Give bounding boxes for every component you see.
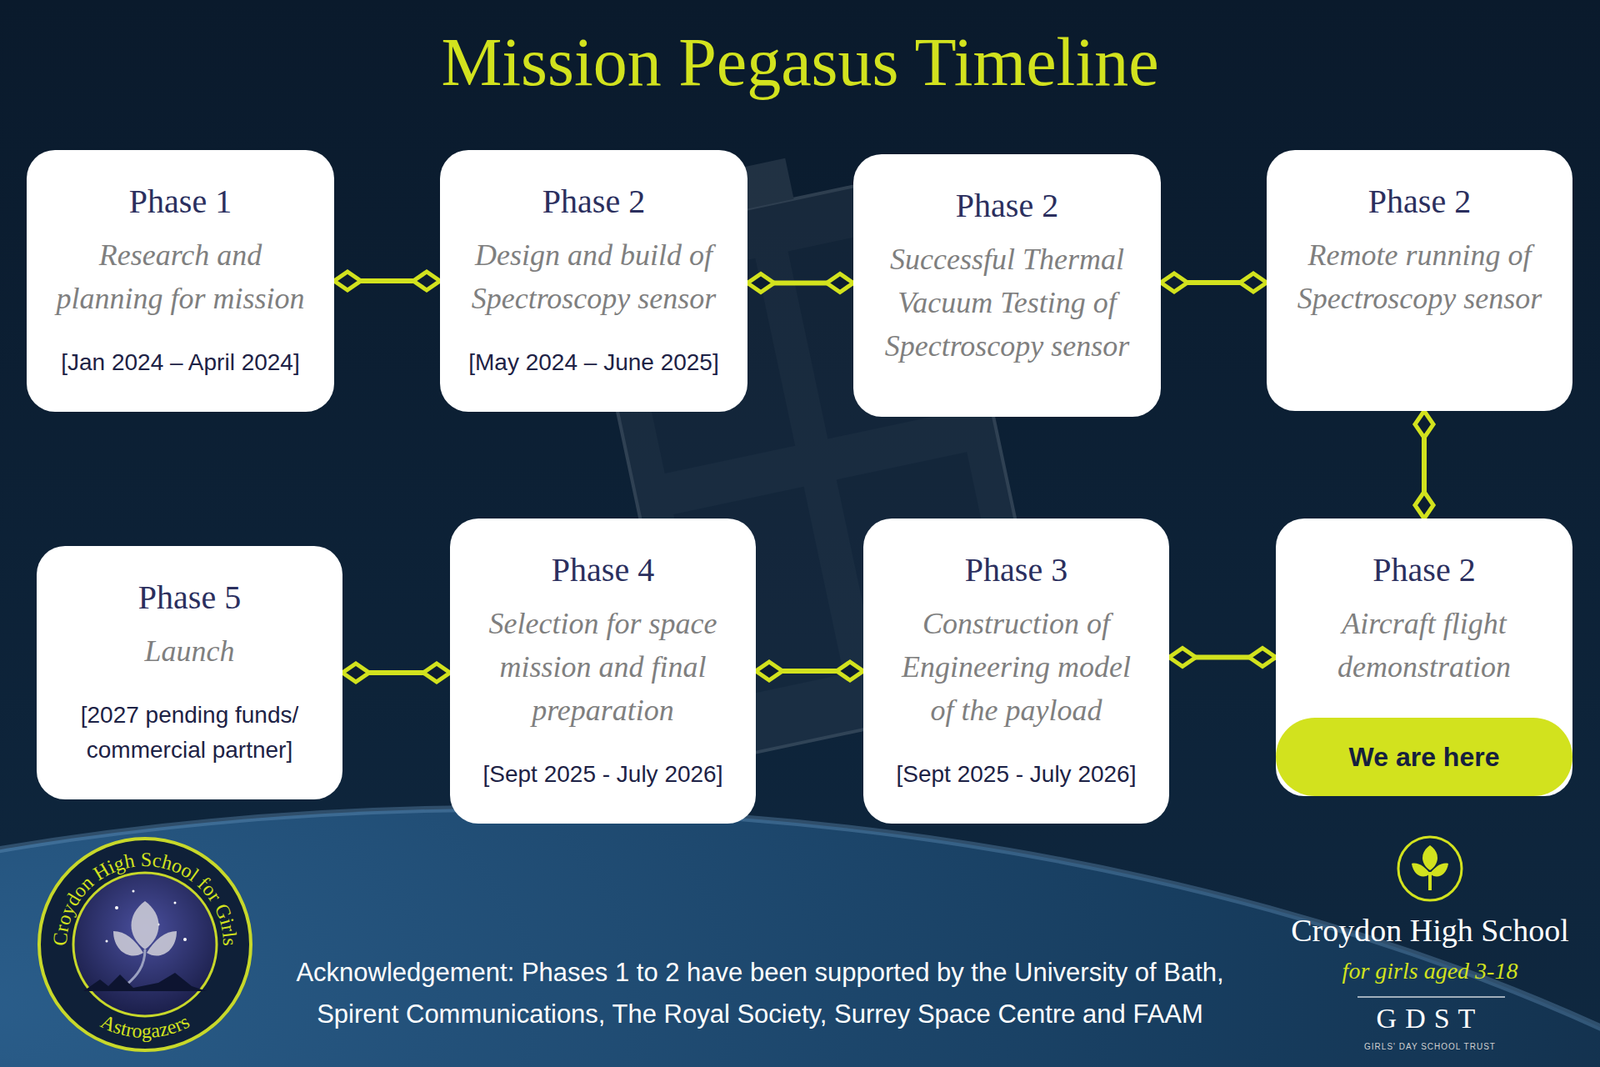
school-badge-text: Croydon High School for Girls <box>49 848 241 946</box>
phase-dates: [Jan 2024 – April 2024] <box>60 345 300 380</box>
phase-heading: Phase 5 <box>138 577 241 618</box>
connector-diamond <box>836 661 864 680</box>
phase-dates: [May 2024 – June 2025] <box>468 345 719 380</box>
connector-diamond <box>1249 648 1276 667</box>
connector-diamond <box>1415 491 1434 519</box>
timeline-box: Phase 3 Construction of Engineering model… <box>863 518 1170 824</box>
timeline-connector <box>1160 273 1267 292</box>
phase-heading: Phase 2 <box>1368 181 1471 222</box>
school-tagline: for girls aged 3-18 <box>1266 956 1594 985</box>
connector-diamond <box>826 274 854 293</box>
phase-description: Selection for space mission and final pr… <box>474 601 733 732</box>
phase-description: Research and planning for mission <box>51 233 310 320</box>
connector-diamond <box>334 271 361 290</box>
trust-name: GIRLS' DAY SCHOOL TRUST <box>1266 1041 1594 1052</box>
phase-heading: Phase 2 <box>542 181 645 222</box>
timeline-connector <box>334 271 440 290</box>
timeline-box: Phase 2 Aircraft flight demonstration We a… <box>1275 518 1573 796</box>
phase-description: Launch <box>145 629 235 673</box>
timeline-connector <box>747 274 854 293</box>
phase-dates: [Sept 2025 - July 2026] <box>483 756 724 792</box>
status-pill: We are here <box>1275 717 1573 796</box>
phase-description: Remote running of Spectroscopy sensor <box>1290 233 1550 320</box>
connector-diamond <box>423 663 450 682</box>
connector-diamond <box>1160 273 1188 292</box>
timeline-connector <box>755 661 864 680</box>
connector-diamond <box>1240 273 1267 292</box>
phase-description: Construction of Engineering model of the… <box>887 601 1146 732</box>
phase-dates: [Sept 2025 - July 2026] <box>896 756 1137 792</box>
connector-diamond <box>342 663 370 682</box>
phase-heading: Phase 2 <box>955 185 1059 226</box>
acknowledgement-note: Acknowledgement: Phases 1 to 2 have been… <box>260 951 1260 1035</box>
connector-diamond <box>747 274 775 293</box>
connector-diamond <box>413 271 440 290</box>
connector-diamond <box>1169 648 1196 667</box>
timeline-connector <box>1169 648 1276 667</box>
timeline-box: Phase 4 Selection for space mission and f… <box>450 518 756 824</box>
connector-diamond <box>1415 410 1434 438</box>
timeline-connector <box>1415 410 1434 519</box>
timeline-connector <box>342 663 450 682</box>
status-text: We are here <box>1349 740 1500 773</box>
school-name: Croydon High School <box>1266 911 1594 950</box>
phase-heading: Phase 1 <box>129 181 232 222</box>
trust-acronym: GDST <box>1266 1001 1594 1036</box>
timeline-box: Phase 2 Successful Thermal Vacuum Testing… <box>853 154 1161 417</box>
phase-description: Successful Thermal Vacuum Testing of Spe… <box>878 237 1137 368</box>
phase-description: Design and build of Spectroscopy sensor <box>465 233 724 320</box>
timeline-box: Phase 2 Remote running of Spectroscopy se… <box>1266 150 1573 411</box>
school-badge: Croydon High School for GirlsAstrogazers <box>33 832 259 1058</box>
badge-motto: Astrogazers <box>97 1010 193 1042</box>
connector-diamond <box>755 661 783 680</box>
phase-description: Aircraft flight demonstration <box>1295 601 1554 689</box>
timeline-box: Phase 1 Research and planning for mission… <box>26 150 335 412</box>
phase-heading: Phase 4 <box>551 550 655 590</box>
phase-dates: [2027 pending funds/ commercial partner] <box>52 697 328 768</box>
diagram-title: Mission Pegasus Timeline <box>0 25 1600 100</box>
timeline-box: Phase 2 Design and build of Spectroscopy … <box>440 150 748 412</box>
phase-heading: Phase 3 <box>965 550 1068 590</box>
phase-heading: Phase 2 <box>1372 550 1475 590</box>
timeline-box: Phase 5 Launch [2027 pending funds/ commer… <box>36 545 343 800</box>
